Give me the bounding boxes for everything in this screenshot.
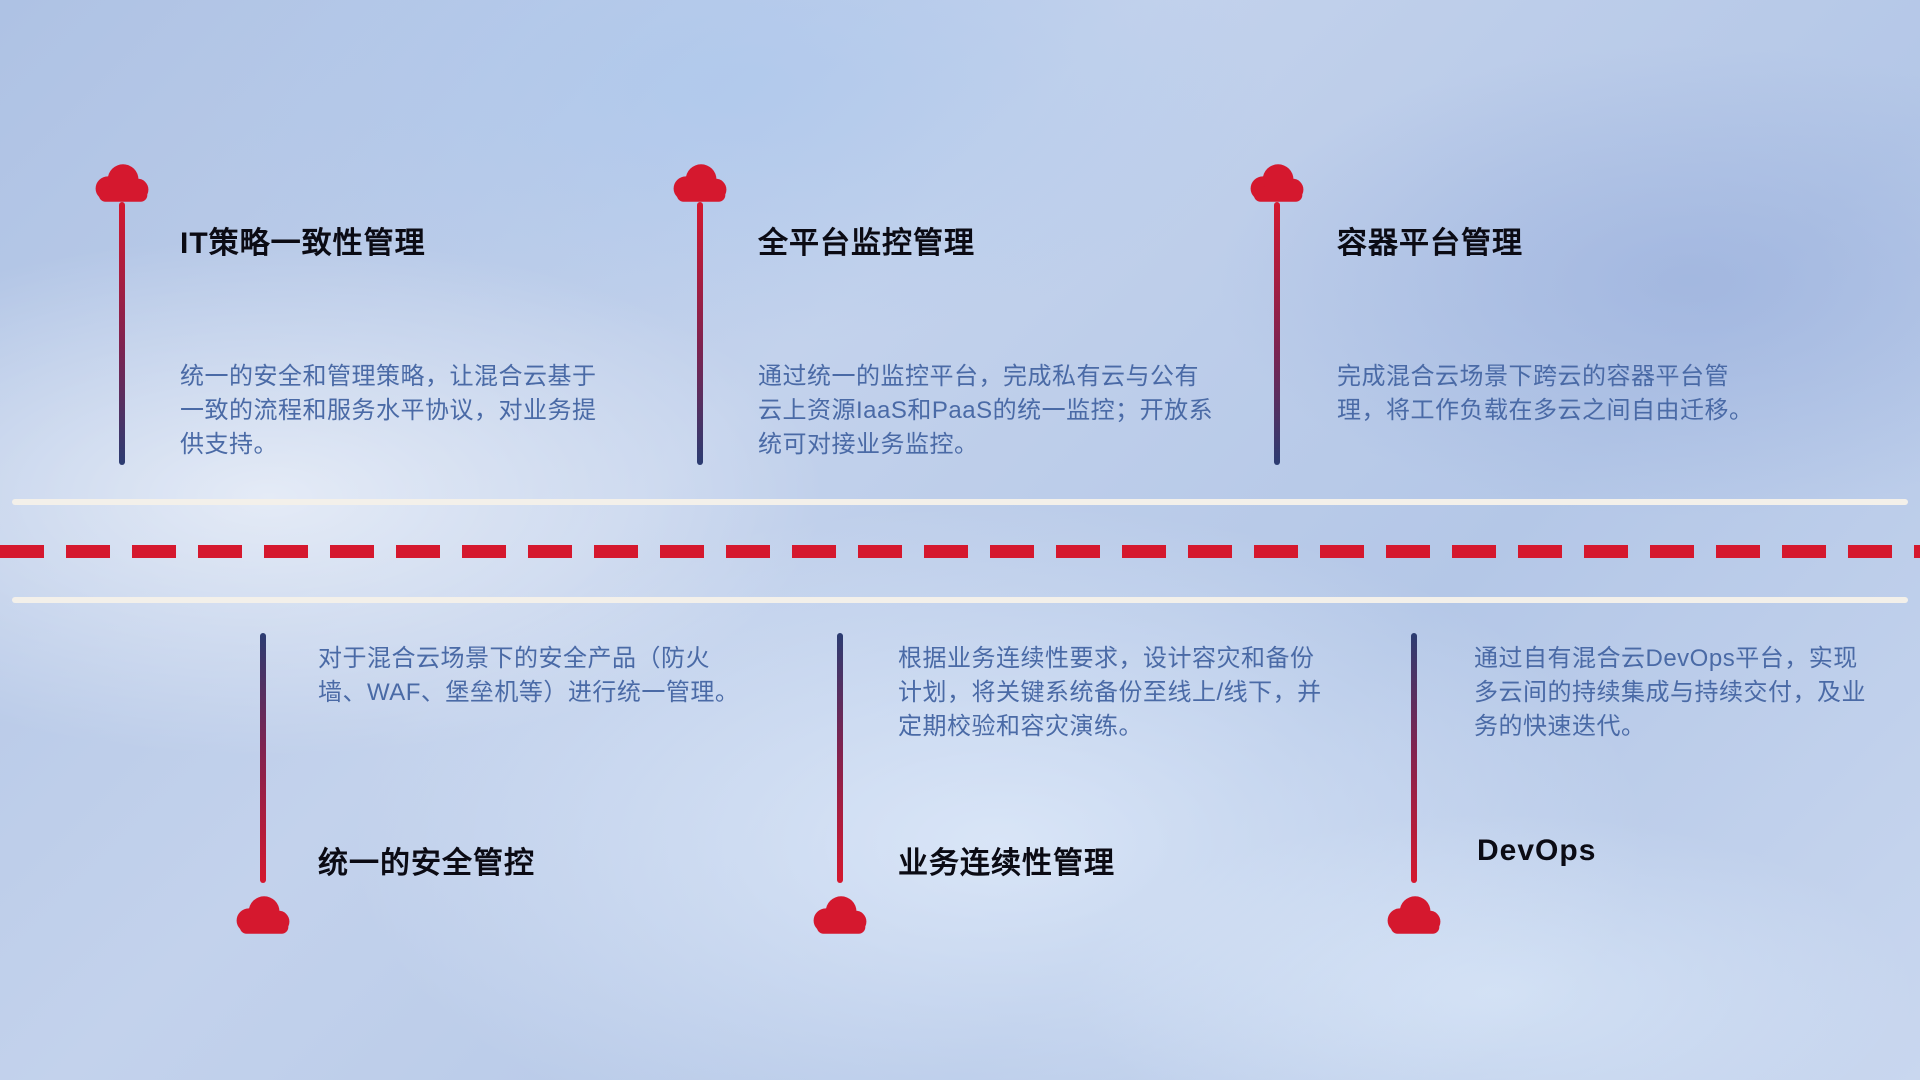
cloud-icon [89, 160, 155, 206]
item-title: IT策略一致性管理 [180, 227, 426, 260]
item-description: 统一的安全和管理策略，让混合云基于一致的流程和服务水平协议，对业务提供支持。 [180, 363, 597, 459]
item-description: 根据业务连续性要求，设计容灾和备份计划，将关键系统备份至线上/线下，并定期校验和… [898, 645, 1322, 741]
item-description: 完成混合云场景下跨云的容器平台管理，将工作负载在多云之间自由迁移。 [1337, 363, 1754, 425]
cloud-icon [1244, 160, 1310, 206]
connector-line [697, 202, 703, 465]
connector-line [837, 633, 843, 883]
connector-line [119, 202, 125, 465]
item-description: 通过统一的监控平台，完成私有云与公有云上资源IaaS和PaaS的统一监控；开放系… [758, 363, 1214, 459]
item-title: 统一的安全管控 [318, 847, 535, 880]
cloud-icon [807, 892, 873, 938]
road-top-line [12, 499, 1908, 505]
cloud-icon [230, 892, 296, 938]
connector-line [1274, 202, 1280, 465]
connector-line [1411, 633, 1417, 883]
item-title: 全平台监控管理 [758, 227, 975, 260]
connector-line [260, 633, 266, 883]
item-title: DevOps [1477, 834, 1597, 867]
road-bottom-line [12, 597, 1908, 603]
road-dashed-centerline [0, 545, 1920, 558]
item-title: 业务连续性管理 [898, 847, 1115, 880]
cloud-icon [667, 160, 733, 206]
cloud-icon [1381, 892, 1447, 938]
item-description: 通过自有混合云DevOps平台，实现多云间的持续集成与持续交付，及业务的快速迭代… [1474, 645, 1866, 741]
item-description: 对于混合云场景下的安全产品（防火墙、WAF、堡垒机等）进行统一管理。 [318, 645, 740, 707]
item-title: 容器平台管理 [1337, 227, 1523, 260]
